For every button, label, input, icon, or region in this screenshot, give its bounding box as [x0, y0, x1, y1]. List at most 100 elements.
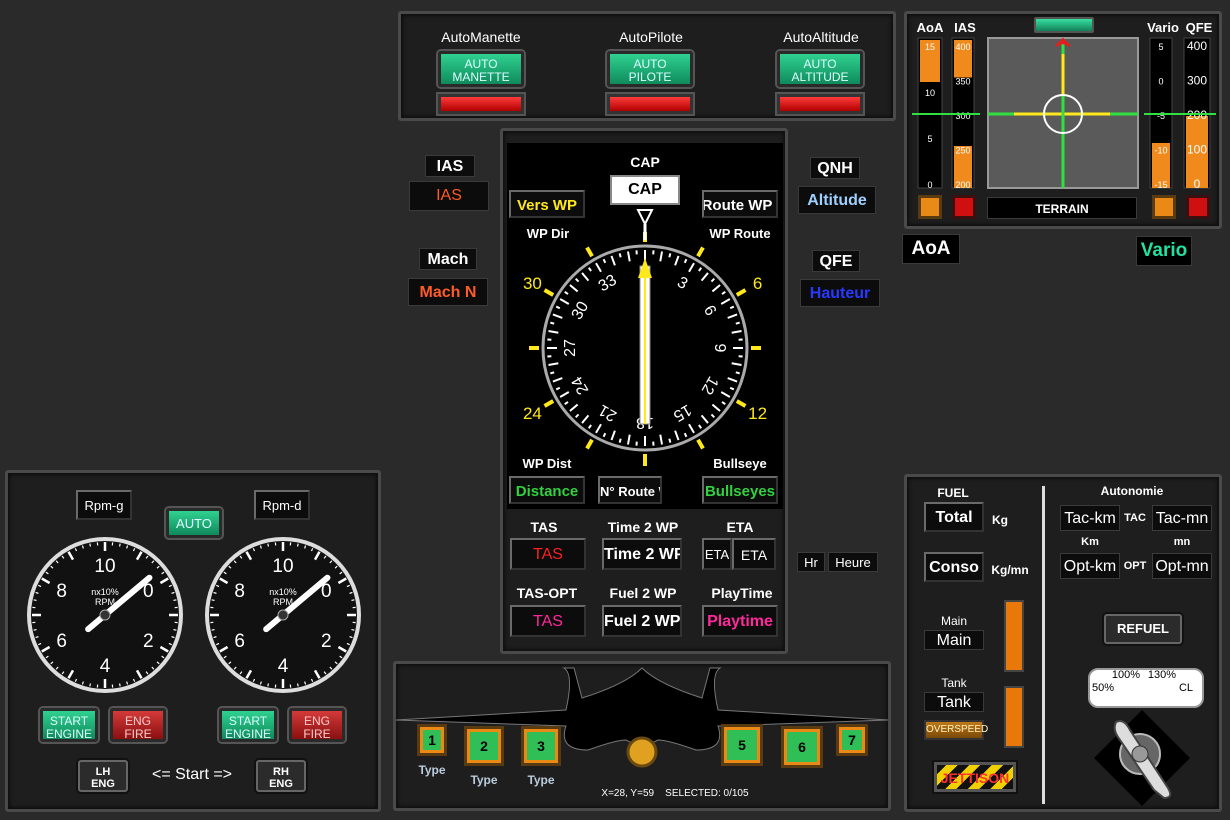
- compass-tick: [587, 424, 592, 429]
- autonomy-title: Autonomie: [1100, 484, 1164, 498]
- compass-tick: [595, 423, 602, 434]
- compass-tick: [618, 253, 622, 258]
- autopilot-panel: AutoManette AUTO MANETTE AutoPilote AUTO…: [398, 11, 896, 121]
- tac-km: Tac-km: [1060, 505, 1120, 531]
- rh-engine-button[interactable]: RH ENG: [256, 760, 306, 792]
- cap-title: CAP: [630, 154, 660, 170]
- engine-fire-right-button[interactable]: ENG FIRE: [289, 708, 345, 742]
- compass-tick: [555, 305, 561, 310]
- main-tank-gauge: [1004, 600, 1024, 672]
- autoaltitude-button[interactable]: AUTO ALTITUDE: [777, 51, 863, 87]
- heading-caret: [1055, 37, 1071, 47]
- waypoint-distance: Distance: [509, 476, 585, 504]
- engine-fire-left-button[interactable]: ENG FIRE: [110, 708, 166, 742]
- time2wp-title: Time 2 WP: [607, 519, 679, 535]
- ias-value: IAS: [409, 181, 489, 211]
- compass-tick: [700, 414, 709, 424]
- fuel-divider: [1042, 486, 1045, 804]
- outer-tick: [696, 438, 705, 450]
- qfe-tape-tick: 100: [1187, 143, 1207, 157]
- fuel-consumption: Conso: [924, 552, 984, 582]
- station-2-type: Type: [470, 773, 498, 787]
- rpm-mark: 8: [234, 581, 245, 602]
- station-1-type: Type: [418, 763, 446, 777]
- tac-label: TAC: [1124, 512, 1146, 524]
- wp-route-label: WP Route: [709, 226, 771, 241]
- terrain-lamp: [1034, 17, 1094, 33]
- compass-tick: [559, 391, 570, 398]
- bullseye-label: Bullseye: [713, 456, 767, 471]
- flight-path-marker: [1043, 94, 1083, 134]
- compass-heading-label: 27: [562, 339, 579, 357]
- ias-tape-tick: 250: [955, 146, 970, 156]
- tasopt-value: TAS: [510, 605, 586, 637]
- jettison-button[interactable]: JETTISON: [934, 762, 1016, 792]
- qfe-tape-tick: 300: [1187, 74, 1207, 88]
- tas-title: TAS: [530, 519, 558, 535]
- hud-tapes: 15105040035030025020050-5-10-15400300200…: [912, 37, 1216, 191]
- compass-tick: [698, 424, 703, 429]
- start-label: <= Start =>: [151, 766, 233, 783]
- ias-tape-tick: 300: [955, 111, 970, 121]
- throttle-scale: [1088, 668, 1204, 708]
- aoa-tape-tick: 0: [927, 180, 932, 190]
- outer-tick: [585, 438, 594, 450]
- compass-tick: [610, 255, 616, 266]
- wp-dist-label: WP Dist: [522, 456, 572, 471]
- throttle-lever[interactable]: [1094, 710, 1190, 806]
- autopilot-button[interactable]: AUTO PILOTE: [607, 51, 693, 87]
- qfe-tape-tick: 0: [1194, 177, 1201, 191]
- outer-heading-label: 30: [523, 274, 542, 293]
- rpm-right-label: Rpm-d: [254, 490, 310, 520]
- start-engine-right-button[interactable]: START ENGINE: [219, 708, 277, 742]
- tasopt-title: TAS-OPT: [516, 585, 578, 601]
- compass-heading-label: 15: [670, 401, 694, 425]
- ias-tape-title: IAS: [954, 20, 976, 35]
- outer-tick: [585, 246, 594, 258]
- rpm-mark: 10: [272, 556, 293, 577]
- to-waypoint: Vers WP: [509, 190, 585, 218]
- terrain-label: TERRAIN: [987, 197, 1137, 219]
- fuel2wp-title: Fuel 2 WP: [609, 585, 677, 601]
- station-1[interactable]: 1: [417, 724, 447, 756]
- opt-label: OPT: [1123, 560, 1147, 572]
- station-6[interactable]: 6: [781, 726, 823, 768]
- overspeed-light: OVERSPEED: [924, 720, 988, 740]
- compass-tick: [674, 430, 680, 441]
- autothrottle-button[interactable]: AUTO MANETTE: [438, 51, 524, 87]
- compass-tick: [729, 305, 735, 310]
- throttle-100: 100%: [1111, 669, 1141, 681]
- lh-engine-button[interactable]: LH ENG: [78, 760, 128, 792]
- station-3[interactable]: 3: [521, 726, 561, 766]
- station-2[interactable]: 2: [464, 726, 504, 766]
- rpm-mark: 4: [100, 656, 111, 677]
- rpm-mark: 0: [143, 581, 154, 602]
- compass-tick: [659, 434, 664, 445]
- rpm-unit: nx10%: [269, 587, 297, 597]
- outer-tick: [696, 246, 705, 258]
- start-engine-left-button[interactable]: START ENGINE: [40, 708, 98, 742]
- station-5[interactable]: 5: [721, 724, 763, 766]
- station-7[interactable]: 7: [836, 724, 868, 756]
- compass-heading-label: 33: [596, 272, 620, 296]
- rpm-unit: RPM: [95, 597, 115, 607]
- rpm-unit: RPM: [273, 597, 293, 607]
- compass-tick: [659, 251, 664, 262]
- lubber-marker: [636, 209, 654, 227]
- throttle-50: 50%: [1091, 682, 1115, 694]
- auto-engine-button[interactable]: AUTO: [166, 508, 222, 538]
- compass-tick: [550, 371, 555, 375]
- compass-tick: [720, 298, 731, 305]
- mach-title: Mach: [419, 248, 477, 270]
- aoa-tape-tick: 15: [925, 42, 935, 52]
- mach-value: Mach N: [408, 278, 488, 306]
- compass-tick: [727, 313, 738, 319]
- refuel-button[interactable]: REFUEL: [1104, 614, 1182, 644]
- compass-tick: [731, 329, 742, 334]
- compass-tick: [548, 362, 559, 367]
- compass-tick: [727, 377, 738, 383]
- rpm-needle: [263, 574, 331, 633]
- compass-tick: [552, 377, 563, 383]
- qfe-title: QFE: [812, 250, 860, 272]
